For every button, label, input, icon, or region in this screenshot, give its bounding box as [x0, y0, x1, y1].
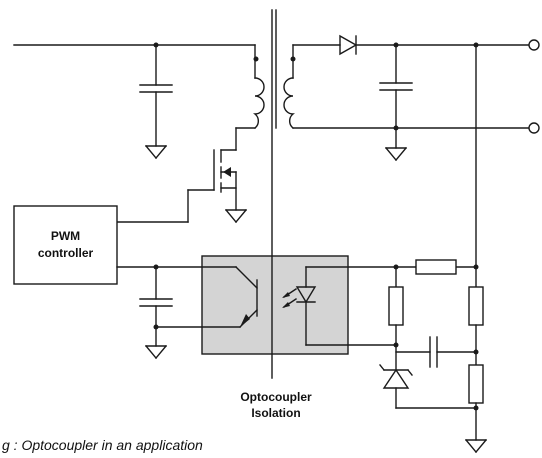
- compensation-capacitor: [395, 336, 477, 368]
- output-rectifier-diode: [292, 34, 531, 56]
- pwm-controller-box: [13, 205, 118, 285]
- ground-symbol: [145, 145, 167, 159]
- pwm-controller-label-line1: PWM: [51, 229, 80, 243]
- ground-symbol: [225, 209, 247, 223]
- output-capacitor: [379, 44, 413, 149]
- junction-dot: [153, 42, 159, 48]
- transformer-primary-winding: [235, 56, 265, 151]
- input-capacitor: [139, 84, 173, 147]
- optocoupler-led: [295, 266, 397, 346]
- transformer-secondary-winding: [283, 44, 531, 129]
- isolation-barrier: [271, 9, 277, 379]
- junction-dot: [473, 264, 479, 270]
- divider-resistor-lower: [468, 364, 484, 441]
- feedback-capacitor: [139, 298, 173, 347]
- optocoupler-label-line1: Optocoupler: [240, 390, 312, 404]
- series-resistor: [415, 259, 457, 275]
- ground-symbol: [465, 439, 487, 453]
- led-bias-resistor: [388, 266, 404, 346]
- junction-dot: [393, 125, 399, 131]
- phototransistor: [155, 266, 258, 328]
- junction-dot: [473, 405, 479, 411]
- shunt-regulator-zener: [379, 344, 477, 409]
- feedback-wiring: [116, 266, 237, 300]
- divider-resistor-upper: [468, 286, 484, 366]
- junction-dot: [393, 42, 399, 48]
- output-sense-wiring: [305, 44, 477, 288]
- primary-input-wiring: [13, 44, 256, 86]
- figure-caption: g : Optocoupler in an application: [2, 437, 203, 453]
- mosfet-switch: [116, 149, 237, 223]
- optocoupler-label-line2: Isolation: [251, 406, 300, 420]
- output-terminal-positive: [528, 39, 540, 51]
- output-terminal-negative: [528, 122, 540, 134]
- ground-symbol: [145, 345, 167, 359]
- light-arrows-icon: [282, 288, 297, 308]
- junction-dot: [153, 264, 159, 270]
- optocoupler-block: [201, 255, 349, 355]
- pwm-controller-label-line2: controller: [38, 246, 94, 260]
- ground-symbol: [385, 147, 407, 161]
